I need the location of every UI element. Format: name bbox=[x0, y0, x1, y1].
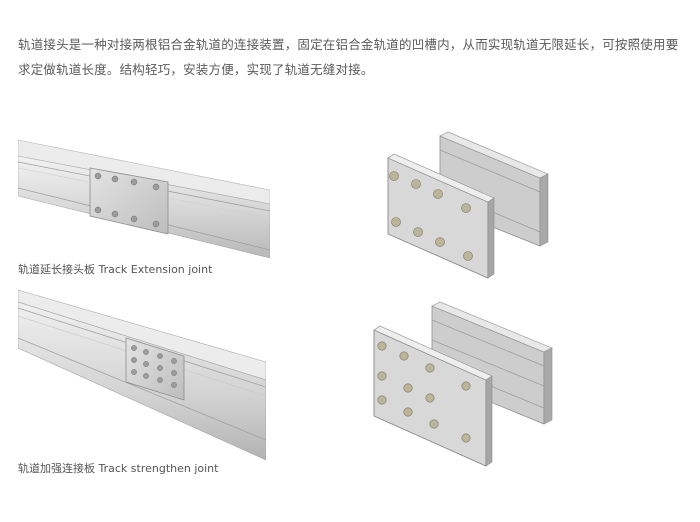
intro-line-2: 求定做轨道长度。结构轻巧，安装方便，实现了轨道无缝对接。 bbox=[18, 62, 374, 77]
extension-joint-plates-image bbox=[387, 131, 549, 279]
extension-joint-caption: 轨道延长接头板 Track Extension joint bbox=[18, 263, 213, 276]
extension-joint-rail-image bbox=[18, 139, 270, 258]
intro-line-1: 轨道接头是一种对接两根铝合金轨道的连接装置，固定在铝合金轨道的凹槽内，从而实现轨… bbox=[18, 37, 679, 52]
strengthen-joint-plates-image bbox=[373, 301, 553, 467]
strengthen-joint-caption: 轨道加强连接板 Track strengthen joint bbox=[18, 462, 219, 475]
intro-paragraph: 轨道接头是一种对接两根铝合金轨道的连接装置，固定在铝合金轨道的凹槽内，从而实现轨… bbox=[18, 32, 682, 82]
strengthen-joint-rail-image bbox=[18, 290, 266, 460]
